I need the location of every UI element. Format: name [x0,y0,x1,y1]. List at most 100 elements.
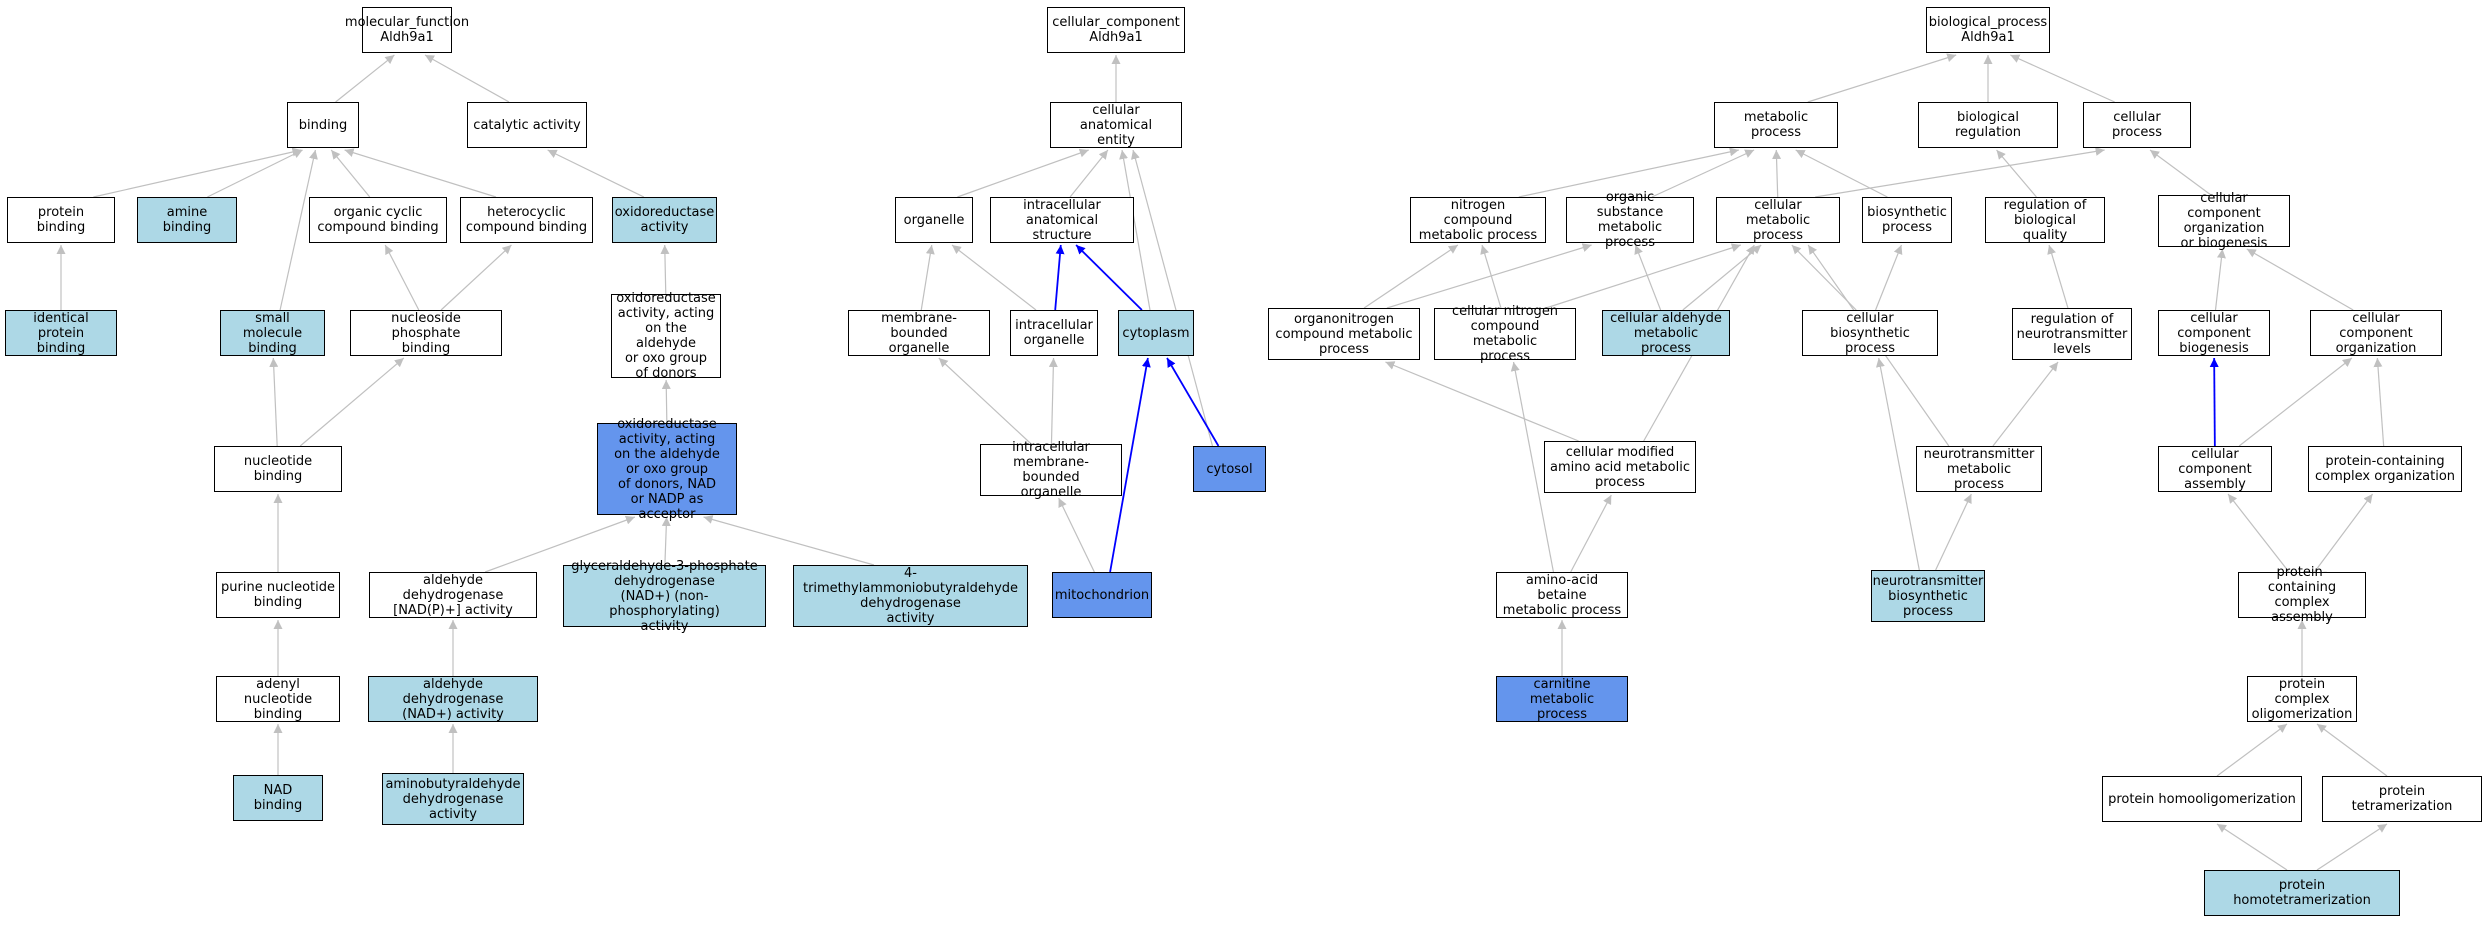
term-cae[interactable]: cellular anatomical entity [1050,102,1182,148]
term-identical_protein[interactable]: identical protein binding [5,310,117,356]
edge-nucleotide_binding-to-small_molecule [269,357,279,447]
term-cellproc[interactable]: cellular process [2083,102,2191,148]
edge-cmp-to-metabolic [1772,149,1782,198]
term-cytosol[interactable]: cytosol [1193,446,1266,492]
edge-binding-to-mf [335,54,395,103]
edge-ntbp-to-ntmp [1935,493,1972,571]
term-oxido_nad[interactable]: oxidoreductase activity, acting on the a… [597,417,737,522]
edge-aabmp-to-cncmp [1510,361,1555,573]
term-pco[interactable]: protein complex oligomerization [2247,676,2357,722]
edge-oxido_nad-to-oxido_aldehyde [661,379,671,424]
edge-biosynth-to-metabolic [1795,149,1888,198]
term-tmabadh[interactable]: 4-trimethylammoniobutyraldehyde dehydrog… [793,565,1028,627]
term-binding[interactable]: binding [287,102,359,148]
term-nad_binding[interactable]: NAD binding [233,775,323,821]
term-ntmp[interactable]: neurotransmitter metabolic process [1916,446,2042,492]
term-cmp[interactable]: cellular metabolic process [1716,197,1840,243]
term-pcco[interactable]: protein-containing complex organization [2308,446,2462,492]
edge-cca-to-ccb [2209,357,2219,447]
edge-mito-to-imbo [1058,497,1095,573]
term-pho[interactable]: protein homooligomerization [2102,776,2302,822]
term-ntbp[interactable]: neurotransmitter biosynthetic process [1871,570,1985,622]
term-osmp[interactable]: organic substance metabolic process [1566,190,1694,250]
edge-metabolic-to-bp [1807,53,1957,103]
edge-cncmp-to-cmp [1545,243,1741,309]
edge-ccob-to-cellproc [2149,149,2212,196]
term-nucleotide_binding[interactable]: nucleotide binding [214,446,342,492]
term-cco[interactable]: cellular component organization [2310,310,2442,356]
term-oxido_aldehyde[interactable]: oxidoreductase activity, acting on the a… [611,291,721,381]
term-organelle[interactable]: organelle [895,197,973,243]
edge-pcco-to-cco [2373,357,2385,447]
term-biosynth[interactable]: biosynthetic process [1862,197,1952,243]
term-pcca[interactable]: protein-containing complex assembly [2238,565,2366,625]
edge-aabmp-to-cmaamp [1570,494,1612,573]
term-oxidoreductase[interactable]: oxidoreductase activity [612,197,717,243]
term-gapdh[interactable]: glyceraldehyde-3-phosphate dehydrogenase… [563,559,766,634]
term-mito[interactable]: mitochondrion [1052,572,1152,618]
term-adenyl[interactable]: adenyl nucleotide binding [216,676,340,722]
edge-io-to-organelle [951,244,1037,311]
edge-gapdh-to-oxido_nad [661,516,671,566]
term-purine[interactable]: purine nucleotide binding [216,572,340,618]
term-regnt[interactable]: regulation of neurotransmitter levels [2012,308,2132,360]
term-regbq[interactable]: regulation of biological quality [1985,197,2105,243]
edge-oxido_aldehyde-to-oxidoreductase [660,244,670,295]
edge-cncmp-to-ncmp [1480,244,1502,309]
term-cca[interactable]: cellular component assembly [2158,446,2272,492]
term-aldh_nad[interactable]: aldehyde dehydrogenase (NAD+) activity [368,676,538,722]
term-cmaamp[interactable]: cellular modified amino acid metabolic p… [1544,441,1696,493]
edge-pcca-to-cca [2227,493,2290,573]
term-bioreg[interactable]: biological regulation [1918,102,2058,148]
term-aldh_nadp[interactable]: aldehyde dehydrogenase [NAD(P)+] activit… [369,572,537,618]
edge-oncmp-to-osmp [1386,243,1592,309]
term-aabmp[interactable]: amino-acid betaine metabolic process [1496,572,1628,618]
edge-nucleoside_phosphate-to-organic_cyclic [384,244,420,311]
term-camp[interactable]: cellular aldehyde metabolic process [1602,310,1730,356]
term-io[interactable]: intracellular organelle [1010,310,1098,356]
term-bp[interactable]: biological_process Aldh9a1 [1926,7,2050,53]
term-aminobutyraldehyde[interactable]: aminobutyraldehyde dehydrogenase activit… [382,773,524,825]
edge-cytoplasm-to-cae [1119,149,1151,311]
edge-cmaamp-to-oncmp [1385,361,1579,442]
edge-cytosol-to-cytoplasm [1166,357,1220,447]
edge-amine_binding-to-binding [207,149,303,198]
term-cc[interactable]: cellular_component Aldh9a1 [1047,7,1185,53]
term-cbp[interactable]: cellular biosynthetic process [1802,310,1938,356]
term-organic_cyclic[interactable]: organic cyclic compound binding [309,197,447,243]
edge-tmabadh-to-oxido_nad [703,515,875,566]
edge-imbo-to-mbo [938,357,1032,445]
term-mf[interactable]: molecular_function Aldh9a1 [345,7,469,53]
edge-ntbp-to-cbp [1875,357,1920,571]
term-mbo[interactable]: membrane-bounded organelle [848,310,990,356]
edge-oxidoreductase-to-catalytic [547,149,645,198]
term-imbo[interactable]: intracellular membrane-bounded organelle [980,440,1122,500]
edge-ptet-to-pco [2316,723,2388,777]
term-cytoplasm[interactable]: cytoplasm [1118,310,1194,356]
edge-ntmp-to-regnt [1992,361,2059,447]
term-phtet[interactable]: protein homotetramerization [2204,870,2400,916]
term-ptet[interactable]: protein tetramerization [2322,776,2482,822]
term-heterocyclic[interactable]: heterocyclic compound binding [460,197,593,243]
term-ccob[interactable]: cellular component organization or bioge… [2158,191,2290,251]
edge-regbq-to-bioreg [1996,149,2037,198]
term-small_molecule[interactable]: small molecule binding [220,310,325,356]
edge-regnt-to-regbq [2047,244,2069,309]
edge-catalytic-to-mf [424,54,510,103]
term-protein_binding[interactable]: protein binding [7,197,115,243]
term-amine_binding[interactable]: amine binding [137,197,237,243]
edge-camp-to-osmp [1634,244,1662,311]
term-catalytic[interactable]: catalytic activity [467,102,587,148]
term-nucleoside_phosphate[interactable]: nucleoside phosphate binding [350,310,502,356]
edge-cytosol-to-cae [1131,149,1214,447]
term-cncmp[interactable]: cellular nitrogen compound metabolic pro… [1434,304,1576,364]
term-ccb[interactable]: cellular component biogenesis [2158,310,2270,356]
term-ncmp[interactable]: nitrogen compound metabolic process [1410,197,1546,243]
edge-ias-to-cae [1069,149,1109,198]
term-oncmp[interactable]: organonitrogen compound metabolic proces… [1268,308,1420,360]
term-carnitine[interactable]: carnitine metabolic process [1496,676,1628,722]
edge-cca-to-cco [2238,357,2353,447]
edge-cmp-to-cellproc [1815,147,2105,198]
term-ias[interactable]: intracellular anatomical structure [990,197,1134,243]
term-metabolic[interactable]: metabolic process [1714,102,1838,148]
